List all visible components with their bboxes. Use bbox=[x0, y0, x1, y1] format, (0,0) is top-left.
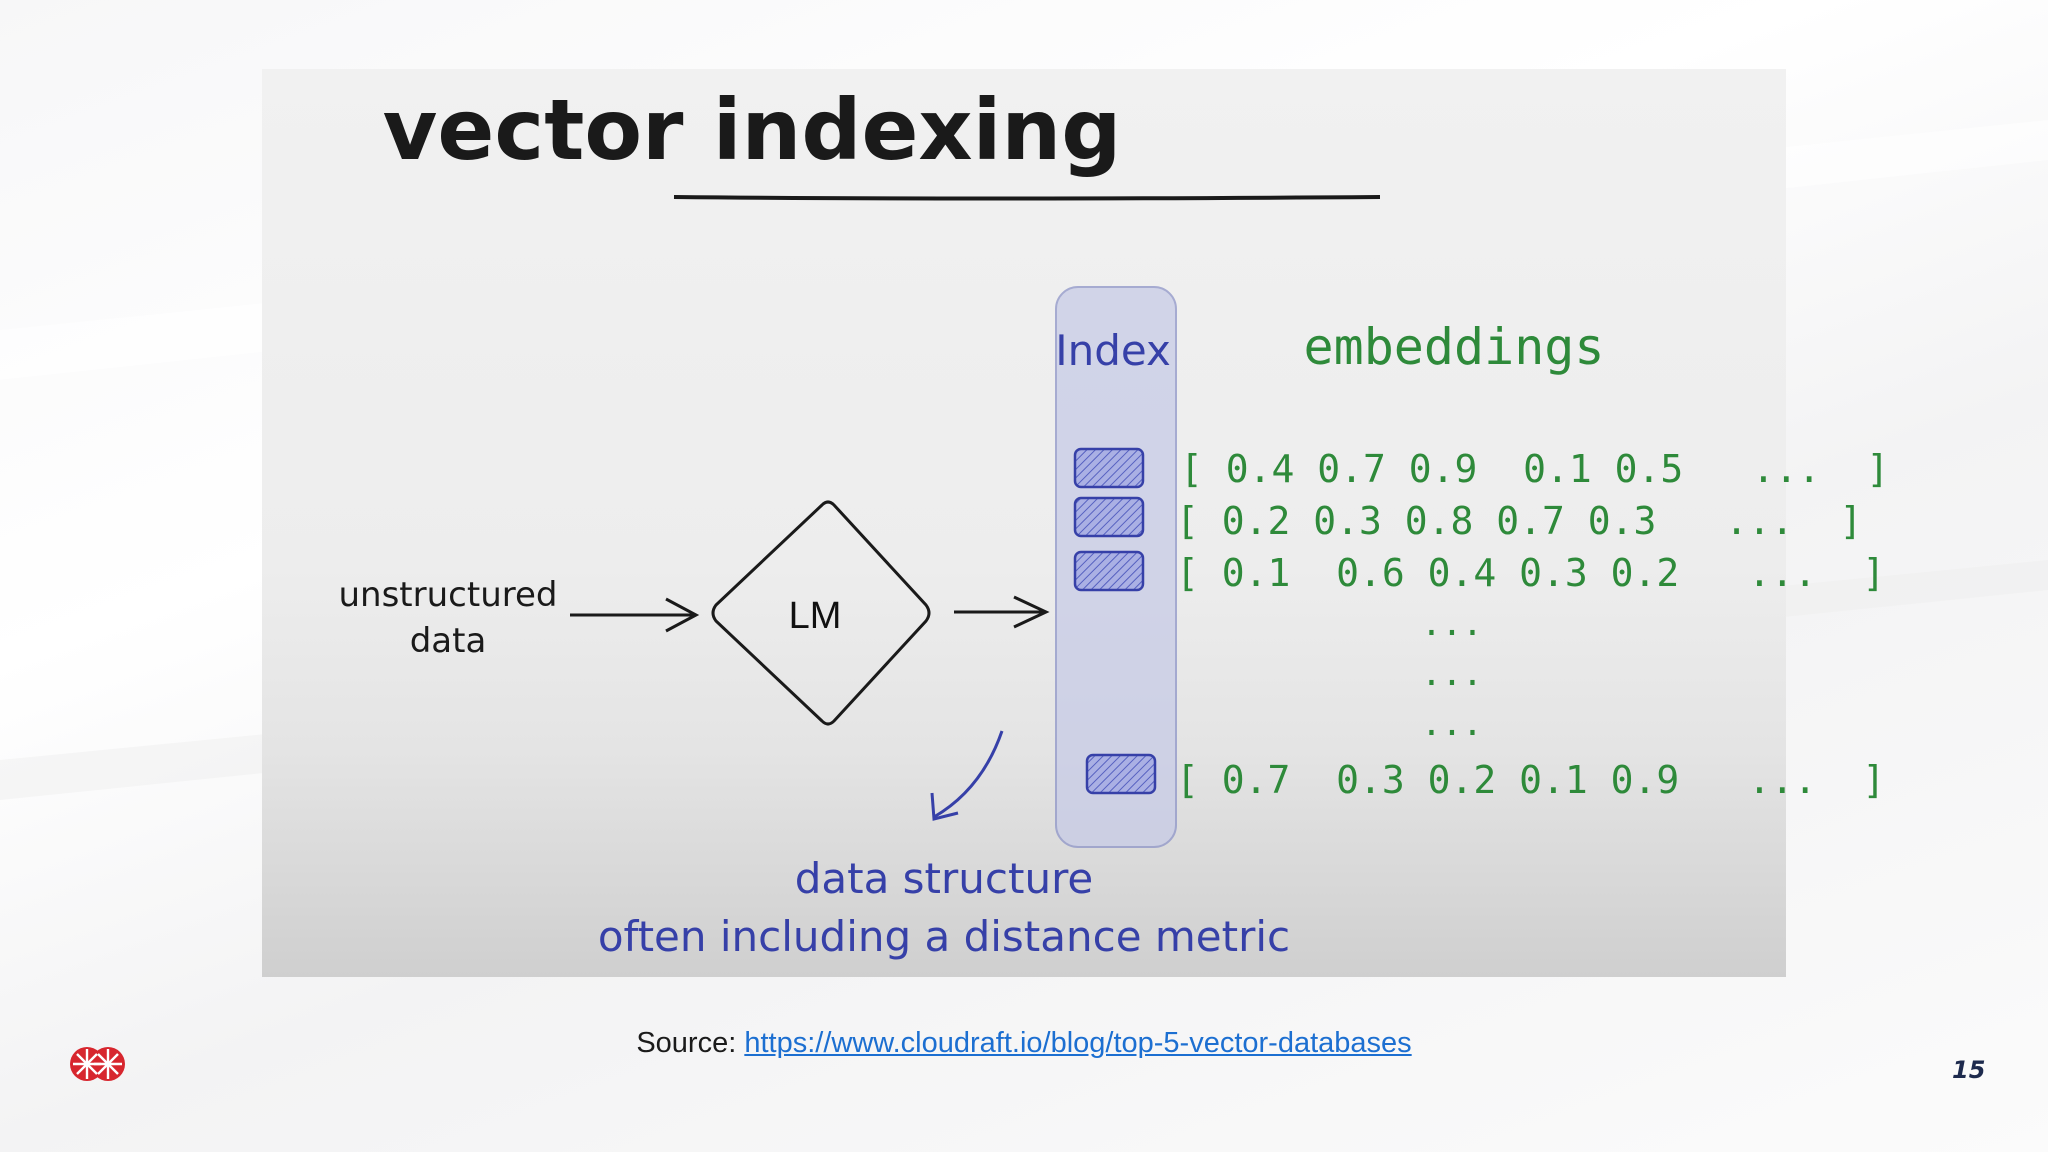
brand-logo-icon bbox=[70, 1047, 125, 1081]
vector-indexing-figure: vector indexing unstructured data LM Ind… bbox=[262, 69, 1890, 977]
caption-arrow bbox=[930, 730, 1004, 821]
index-label: Index bbox=[1055, 326, 1171, 375]
embedding-ellipsis: ... bbox=[1421, 654, 1482, 694]
input-label-line1: unstructured bbox=[339, 575, 558, 615]
model-label: LM bbox=[789, 595, 842, 637]
input-label-line2: data bbox=[410, 621, 487, 661]
embedding-ellipsis: ... bbox=[1421, 604, 1482, 644]
model-diamond bbox=[711, 500, 931, 726]
index-slot bbox=[1073, 496, 1145, 538]
diagram-canvas: vector indexing unstructured data LM Ind… bbox=[339, 81, 1890, 961]
page-number: 15 bbox=[1952, 1056, 1986, 1084]
title-underline bbox=[673, 195, 1381, 201]
arrow-to-index bbox=[954, 595, 1050, 629]
index-slot bbox=[1073, 447, 1145, 489]
embedding-row: [ 0.7 0.3 0.2 0.1 0.9 ... ] bbox=[1176, 758, 1885, 802]
caption-line2: often including a distance metric bbox=[598, 912, 1290, 961]
diagram-title: vector indexing bbox=[383, 81, 1122, 179]
caption-line1: data structure bbox=[795, 854, 1094, 903]
index-slot bbox=[1085, 753, 1157, 795]
embeddings-label: embeddings bbox=[1303, 318, 1604, 376]
embedding-row: [ 0.4 0.7 0.9 0.1 0.5 ... ] bbox=[1180, 447, 1889, 491]
embedding-ellipsis: ... bbox=[1421, 704, 1482, 744]
source-link[interactable]: https://www.cloudraft.io/blog/top-5-vect… bbox=[744, 1027, 1412, 1059]
arrow-to-model bbox=[570, 597, 700, 633]
source-citation: Source: https://www.cloudraft.io/blog/to… bbox=[0, 1027, 2048, 1060]
index-slot bbox=[1073, 550, 1145, 592]
embedding-row: [ 0.1 0.6 0.4 0.3 0.2 ... ] bbox=[1176, 551, 1885, 595]
source-prefix: Source: bbox=[636, 1027, 737, 1059]
embedding-row: [ 0.2 0.3 0.8 0.7 0.3 ... ] bbox=[1176, 499, 1862, 543]
